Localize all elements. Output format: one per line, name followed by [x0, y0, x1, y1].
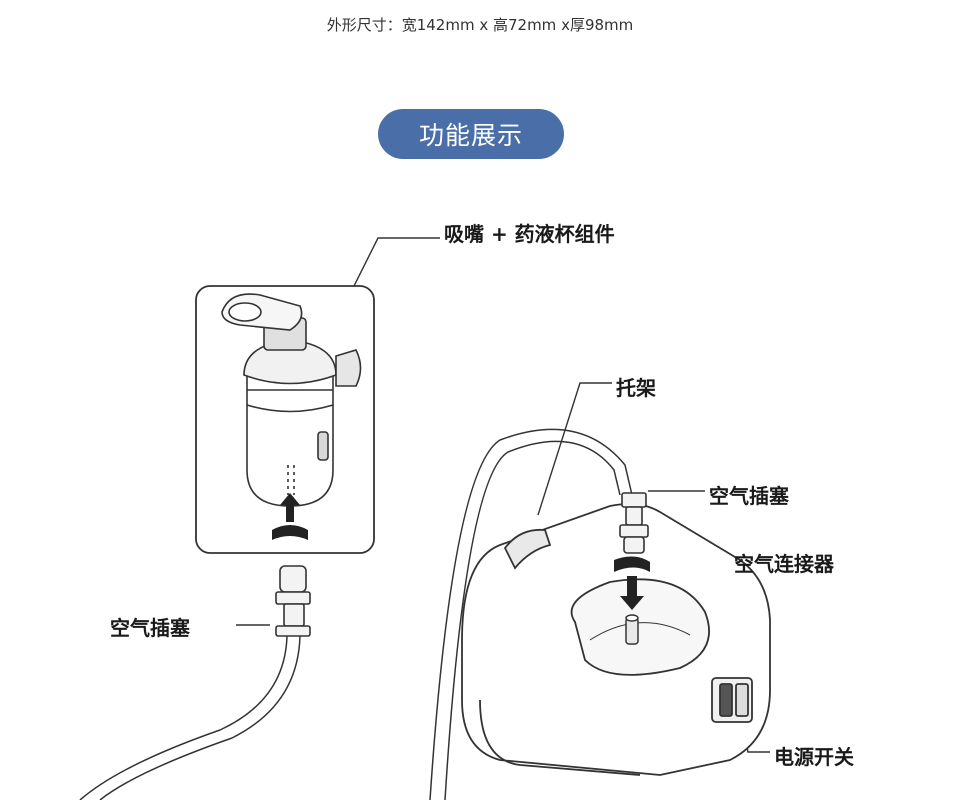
leader-holder — [537, 382, 612, 516]
left-air-plug — [275, 565, 311, 637]
section-title-pill: 功能展示 — [378, 109, 564, 159]
medicine-cup-illustration — [221, 293, 362, 507]
right-air-plug — [619, 492, 649, 554]
label-air-plug-left: 空气插塞 — [110, 616, 190, 640]
insert-arrow-left — [272, 493, 308, 540]
label-mouthpiece-cup: 吸嘴 + 药液杯组件 — [444, 222, 615, 246]
label-air-connector: 空气连接器 — [734, 552, 834, 576]
label-holder: 托架 — [616, 376, 656, 400]
section-title: 功能展示 — [418, 121, 523, 150]
air-tube — [79, 428, 633, 800]
dimensions-text: 外形尺寸：宽142mm x 高72mm x厚98mm — [326, 16, 634, 34]
insert-arrow-right — [614, 556, 650, 610]
label-air-plug-right: 空气插塞 — [709, 484, 789, 508]
label-power-switch: 电源开关 — [774, 745, 854, 769]
air-connector-nozzle — [625, 614, 639, 645]
compressor-unit — [461, 503, 771, 776]
